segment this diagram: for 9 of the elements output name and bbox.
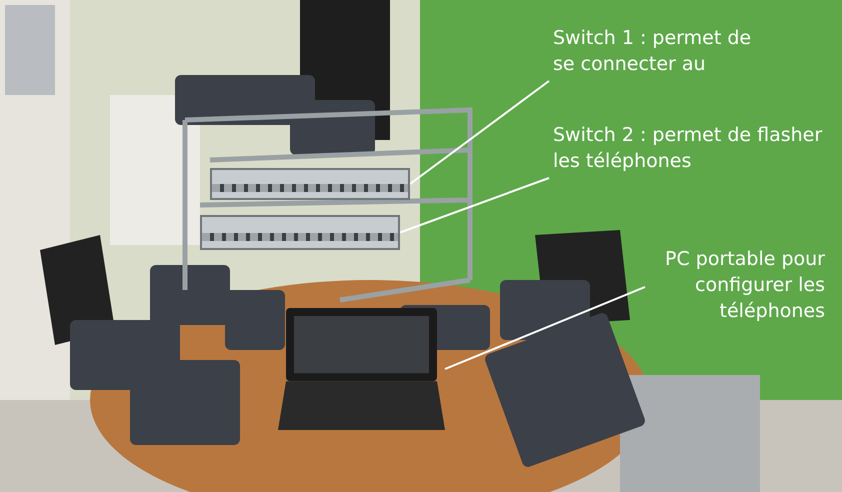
leader-line <box>409 80 550 185</box>
network-switch <box>210 168 410 200</box>
leader-line <box>444 286 646 370</box>
leader-line <box>400 177 550 234</box>
callout-text: PC portable pour configurer les téléphones <box>655 246 825 328</box>
callout-text: Switch 1 : permet de se connecter au <box>553 25 768 83</box>
laptop-drawing <box>278 308 445 430</box>
network-switch <box>200 215 400 250</box>
callout-text: Switch 2 : permet de flasher les téléphones <box>553 122 823 180</box>
